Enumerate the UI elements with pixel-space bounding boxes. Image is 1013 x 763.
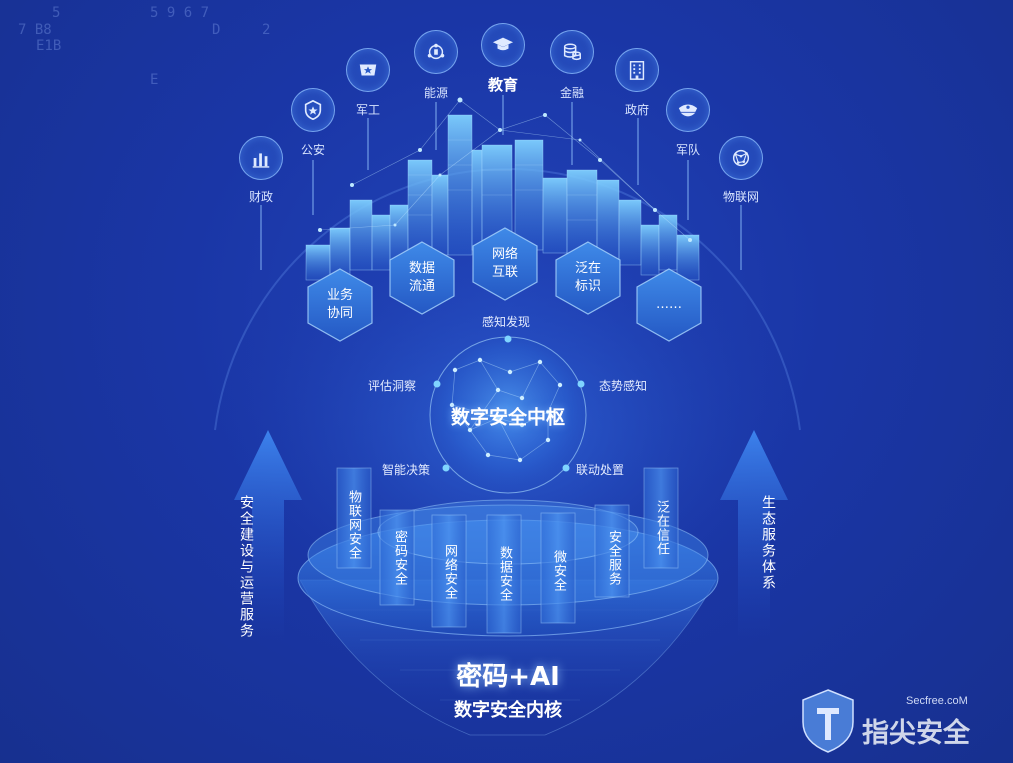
military-badge-icon <box>346 48 390 92</box>
hex-more: …… <box>639 296 699 314</box>
hex-data-circulation: 数据 流通 <box>392 260 452 296</box>
watermark-brand: 指尖安全 <box>862 718 970 749</box>
left-up-arrow <box>234 430 302 640</box>
hub-title: 数字安全中枢 <box>450 406 566 429</box>
hub-capability-decision: 智能决策 <box>382 463 431 477</box>
bg-digit: 7 B8 <box>18 22 52 38</box>
military-cap-icon <box>666 88 710 132</box>
hex-line: 标识 <box>574 279 601 294</box>
pillar-iot-security: 物联网安全 <box>346 490 361 560</box>
bg-digit: 2 <box>262 22 271 38</box>
left-arrow-label: 安全建设与运营服务 <box>238 495 254 639</box>
pillar-data-security: 数据安全 <box>497 546 512 602</box>
hex-line: 泛在 <box>574 261 601 276</box>
bg-digit: E1B <box>36 38 62 54</box>
right-arrow-label: 生态服务体系 <box>760 495 776 591</box>
sector-label-energy: 能源 <box>423 86 449 100</box>
core-title: 密码+AI <box>456 662 560 692</box>
hub-capability-perception: 感知发现 <box>482 315 531 329</box>
hub-capability-assessment: 评估洞察 <box>368 379 417 393</box>
hex-line: …… <box>656 297 682 312</box>
watermark-site: Secfree.coM <box>906 695 968 707</box>
hex-line: 数据 <box>408 261 435 276</box>
coins-database-icon <box>550 30 594 74</box>
sector-label-public-security: 公安 <box>300 143 326 157</box>
government-building-icon <box>615 48 659 92</box>
hex-ubiquitous-identity: 泛在 标识 <box>558 260 618 296</box>
hexagon-row <box>307 227 702 342</box>
hex-network-interconnection: 网络 互联 <box>475 246 535 282</box>
hex-line: 业务 <box>326 288 353 303</box>
sector-label-finance: 财政 <box>248 190 274 204</box>
pillar-micro-security: 微安全 <box>551 550 566 592</box>
bg-digit: D <box>212 22 221 38</box>
sector-label-military-industry: 军工 <box>355 103 381 117</box>
pillar-network-security: 网络安全 <box>442 544 457 600</box>
hex-line: 网络 <box>491 247 518 262</box>
sector-label-finance-banking: 金融 <box>559 86 585 100</box>
bg-digit: 5 9 6 7 <box>150 5 210 21</box>
brand-shield-logo <box>802 689 854 753</box>
hub-capability-situation: 态势感知 <box>599 379 648 393</box>
bg-digit: 5 <box>52 5 61 21</box>
hex-business-collaboration: 业务 协同 <box>310 287 370 323</box>
graduation-cap-icon <box>481 23 525 67</box>
iot-globe-icon <box>719 136 763 180</box>
hub-capability-response: 联动处置 <box>576 463 625 477</box>
core-subtitle: 数字安全内核 <box>454 700 562 721</box>
bar-chart-icon <box>239 136 283 180</box>
hex-line: 流通 <box>408 279 435 294</box>
sector-label-iot: 物联网 <box>722 190 760 204</box>
hex-line: 互联 <box>491 265 518 280</box>
right-up-arrow <box>720 430 788 640</box>
pillar-ubiquitous-trust: 泛在信任 <box>654 500 669 556</box>
sector-label-education: 教育 <box>487 76 519 94</box>
sector-label-government: 政府 <box>624 103 650 117</box>
pillar-crypto-security: 密码安全 <box>392 530 407 586</box>
police-badge-icon <box>291 88 335 132</box>
energy-network-icon <box>414 30 458 74</box>
pillar-security-service: 安全服务 <box>606 530 621 586</box>
bg-digit: E <box>150 72 159 88</box>
sector-label-army: 军队 <box>675 143 701 157</box>
hex-line: 协同 <box>326 306 353 321</box>
